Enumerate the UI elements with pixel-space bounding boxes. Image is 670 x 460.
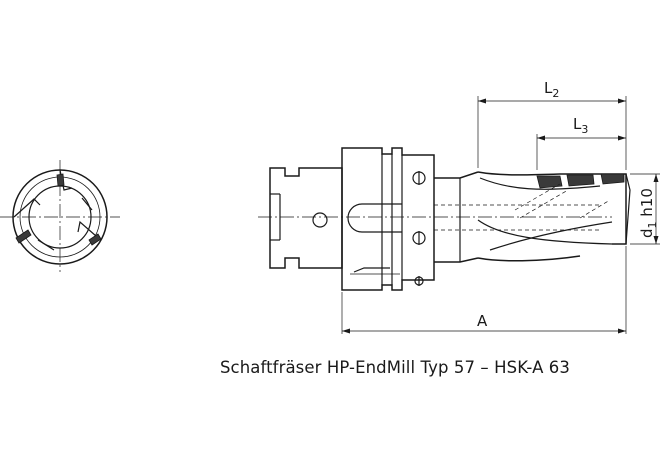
cutter-body-outline bbox=[477, 171, 627, 245]
label-l2: L2 bbox=[544, 79, 559, 100]
screw-top-icon bbox=[412, 171, 426, 185]
shank-hole bbox=[312, 212, 328, 228]
drawing-caption: Schaftfräser HP-EndMill Typ 57 – HSK-A 6… bbox=[219, 358, 571, 377]
flange bbox=[341, 147, 435, 291]
screw-middle-icon bbox=[412, 231, 426, 245]
end-view-edge-lines bbox=[37, 197, 93, 251]
flute-2 bbox=[477, 219, 613, 245]
insert-1 bbox=[536, 175, 563, 189]
hidden-coolant bbox=[514, 183, 611, 219]
end-view-flute-left bbox=[13, 198, 41, 218]
label-a: A bbox=[477, 312, 488, 330]
label-l3: L3 bbox=[573, 115, 588, 136]
cutter-body-bottom bbox=[477, 255, 581, 262]
side-view bbox=[258, 147, 631, 291]
insert-2 bbox=[566, 174, 595, 187]
end-view-insert-3 bbox=[88, 233, 102, 246]
cutter-tip bbox=[625, 173, 631, 245]
insert-3 bbox=[600, 173, 625, 185]
end-view-flute-right bbox=[77, 220, 97, 237]
end-view-insert-1 bbox=[15, 229, 32, 244]
screw-bottom-icon bbox=[414, 276, 424, 286]
dimensions: L2 L3 A d1 h10 bbox=[341, 79, 660, 334]
flute-3 bbox=[489, 221, 613, 251]
flange-notch bbox=[353, 267, 390, 273]
end-view bbox=[0, 160, 120, 272]
hsk-shank bbox=[269, 167, 343, 269]
end-view-insert-2 bbox=[56, 173, 65, 187]
flange-bore bbox=[347, 203, 402, 233]
label-d1: d1 h10 bbox=[638, 188, 659, 238]
dim-arrows-d1 bbox=[653, 174, 659, 244]
flute-1 bbox=[479, 177, 601, 190]
